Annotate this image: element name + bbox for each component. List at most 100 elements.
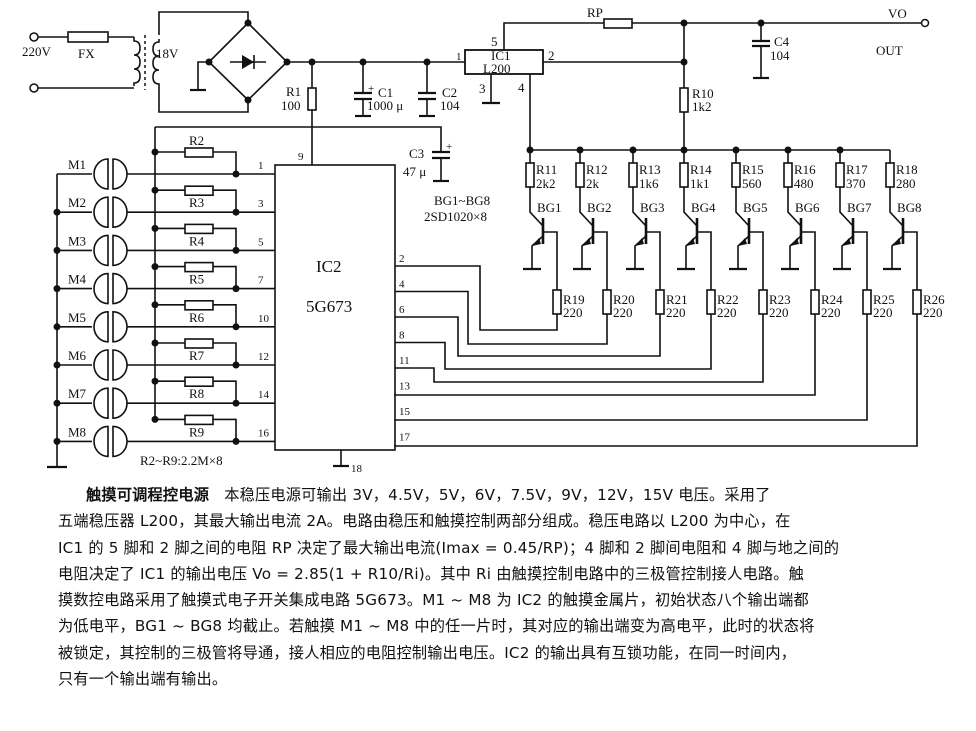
resistor-value: 370 <box>846 176 866 191</box>
resistor-value: 220 <box>923 305 943 320</box>
resistor-r9 <box>184 414 214 426</box>
output-label: VO <box>888 6 907 21</box>
resistor-value: 220 <box>769 305 789 320</box>
transformer-primary <box>133 37 141 86</box>
touch-pad-m3[interactable] <box>93 234 128 267</box>
transistor-label: BG4 <box>691 200 716 215</box>
caption: 触摸可调程控电源 本稳压电源可输出 3V，4.5V，5V，6V，7.5V，9V，… <box>58 482 968 692</box>
rp-label: RP <box>587 5 603 20</box>
caption-line-5: 摸数控电路采用了触摸式电子开关集成电路 5G673。M1 ~ M8 为 IC2 … <box>58 591 809 610</box>
resistor-label: R15 <box>742 162 764 177</box>
transistor-label: BG8 <box>897 200 922 215</box>
bridge-rectifier <box>190 19 291 104</box>
touch-pad-label: M4 <box>68 272 87 287</box>
resistor-value: 480 <box>794 176 814 191</box>
ic2-pin-label: 16 <box>258 427 270 439</box>
resistor-value: 560 <box>742 176 762 191</box>
caption-line-8: 只有一个输出端有输出。 <box>58 670 228 689</box>
c4-value: 104 <box>770 48 790 63</box>
c2-value: 104 <box>440 98 460 113</box>
circuit-schematic: 220V FX 18V R1 100 <box>22 5 945 475</box>
transistor-label: BG2 <box>587 200 612 215</box>
ic2-name: IC2 <box>316 257 342 276</box>
resistor-value: 220 <box>717 305 737 320</box>
resistor-r17 <box>835 162 845 188</box>
resistor-label: R18 <box>896 162 918 177</box>
input-terminal-bottom <box>29 83 39 93</box>
ac-input: 220V FX 18V <box>22 11 249 113</box>
ic1-part: L200 <box>483 61 510 76</box>
svg-text:+: + <box>446 141 452 153</box>
resistor-r5 <box>184 261 214 273</box>
pullup-label: R7 <box>189 348 205 363</box>
resistor-r11 <box>525 162 535 188</box>
resistor-label: R24 <box>821 292 843 307</box>
resistor-label: R12 <box>586 162 608 177</box>
resistor-r1 <box>307 87 317 111</box>
touch-pad-label: M2 <box>68 195 86 210</box>
resistor-value: 220 <box>613 305 633 320</box>
pullup-label: R4 <box>189 233 205 248</box>
resistor-value: 280 <box>896 176 916 191</box>
caption-line-1: 触摸可调程控电源 本稳压电源可输出 3V，4.5V，5V，6V，7.5V，9V，… <box>86 486 771 504</box>
resistor-value: 220 <box>563 305 583 320</box>
svg-text:1: 1 <box>456 51 462 63</box>
ic2-pin-label: 6 <box>399 304 405 316</box>
resistor-r14 <box>679 162 689 188</box>
pullup-label: R9 <box>189 424 204 439</box>
c4-label: C4 <box>774 34 790 49</box>
transistor-branches: R112k2BG1R19220R122kBG2R20220R131k6BG3R2… <box>394 146 945 447</box>
touch-pad-m7[interactable] <box>93 387 128 420</box>
transistor-label: BG1 <box>537 200 562 215</box>
resistor-r7 <box>184 338 214 349</box>
input-terminal-top <box>29 32 39 42</box>
resistor-label: R16 <box>794 162 816 177</box>
touch-pad-m2[interactable] <box>93 196 128 229</box>
c3-label: C3 <box>409 146 424 161</box>
touch-pad-m4[interactable] <box>93 272 128 305</box>
resistor-r4 <box>184 223 214 235</box>
resistor-r25 <box>862 289 872 315</box>
ic2-pin-label: 13 <box>399 381 411 393</box>
ic2-pin-label: 17 <box>399 432 411 444</box>
resistor-r13 <box>628 162 638 188</box>
caption-title: 触摸可调程控电源 <box>86 486 210 504</box>
resistor-label: R22 <box>717 292 739 307</box>
resistor-r24 <box>810 289 820 315</box>
resistor-r26 <box>912 289 922 315</box>
diode-icon <box>242 55 254 69</box>
touch-pad-m1[interactable] <box>93 158 128 190</box>
resistor-r22 <box>706 289 716 315</box>
caption-line-4: 电阻决定了 IC1 的输出电压 Vo = 2.85(1 + R10/Ri)。其中… <box>58 564 805 583</box>
transistor-note-line2: 2SD1020×8 <box>424 209 487 224</box>
ic2-pin-label: 8 <box>399 330 405 342</box>
touch-pad-label: M5 <box>68 310 86 325</box>
svg-text:5: 5 <box>491 34 498 49</box>
ic2-pin-label: 2 <box>399 253 405 265</box>
r10-value: 1k2 <box>692 99 712 114</box>
touch-pad-m6[interactable] <box>93 349 128 381</box>
transistor-label: BG3 <box>640 200 665 215</box>
c2-label: C2 <box>442 85 457 100</box>
resistor-rp <box>603 18 633 29</box>
ic2-pin-label: 3 <box>258 198 264 210</box>
resistor-label: R20 <box>613 292 635 307</box>
touch-pad-m8[interactable] <box>93 425 128 458</box>
touch-pad-m5[interactable] <box>93 310 128 343</box>
transistor-label: BG6 <box>795 200 820 215</box>
resistor-label: R11 <box>536 162 557 177</box>
caption-line-7: 被锁定，其控制的三极管将导通，接人相应的电阻控制输出电压。IC2 的输出具有互锁… <box>58 643 797 662</box>
c3-value: 47 μ <box>403 164 426 179</box>
ic2-pin-label: 14 <box>258 389 270 401</box>
transformer-secondary <box>152 39 160 88</box>
secondary-voltage-label: 18V <box>156 46 179 61</box>
